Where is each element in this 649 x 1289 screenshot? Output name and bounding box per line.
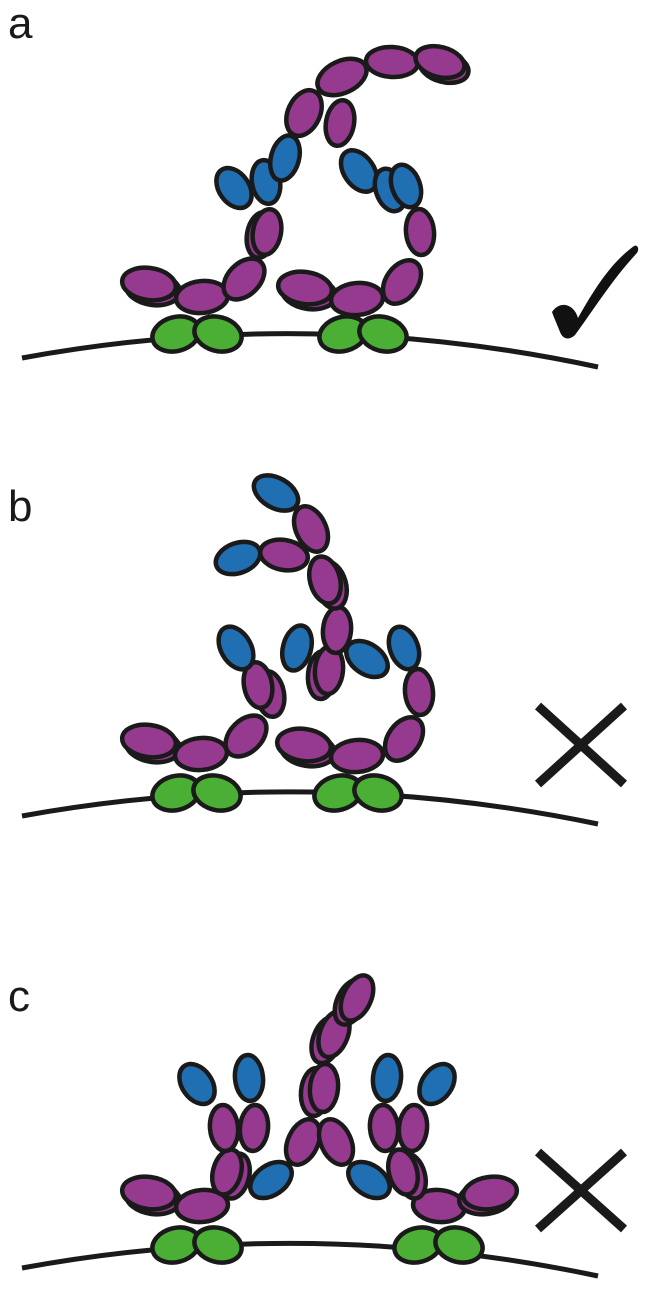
green-domain <box>150 314 409 354</box>
panel-c-label: c <box>8 972 30 1021</box>
purple-domain <box>119 504 436 775</box>
green-domain <box>150 773 404 813</box>
blue-domain <box>213 473 422 680</box>
cell-membrane <box>21 331 599 370</box>
blue-domain <box>214 133 424 214</box>
green-domain <box>150 1225 485 1265</box>
cell-membrane <box>21 789 599 827</box>
purple-domain <box>119 973 520 1225</box>
purple-domain <box>119 43 471 318</box>
cross-icon <box>534 1148 628 1233</box>
panel-b <box>21 473 628 827</box>
panel-b-label: b <box>8 482 33 531</box>
panel-a <box>21 43 639 370</box>
cell-membrane <box>21 1240 599 1279</box>
panel-c <box>21 973 628 1279</box>
blue-domain <box>177 1052 457 1201</box>
checkmark-icon <box>552 245 639 339</box>
panel-a-label: a <box>8 0 33 48</box>
cross-icon <box>534 702 628 788</box>
